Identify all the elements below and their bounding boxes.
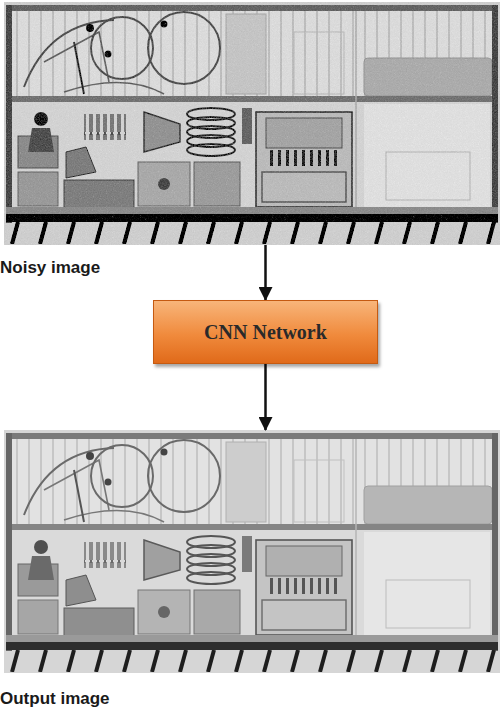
- noisy-xray-image: [4, 2, 500, 245]
- box-label: CNN Network: [192, 321, 339, 344]
- image-panel: Output image: [4, 430, 500, 673]
- image-panel: Noisy image: [4, 2, 500, 245]
- noisy-xray-picture: [4, 2, 500, 245]
- clean-xray-picture: [4, 430, 500, 673]
- image-caption: Output image: [0, 689, 110, 709]
- flow-arrow: [264, 245, 267, 300]
- image-caption: Noisy image: [0, 258, 100, 278]
- output-xray-image: [4, 430, 500, 673]
- flow-arrow: [264, 364, 267, 430]
- process-box: CNN Network: [153, 300, 378, 364]
